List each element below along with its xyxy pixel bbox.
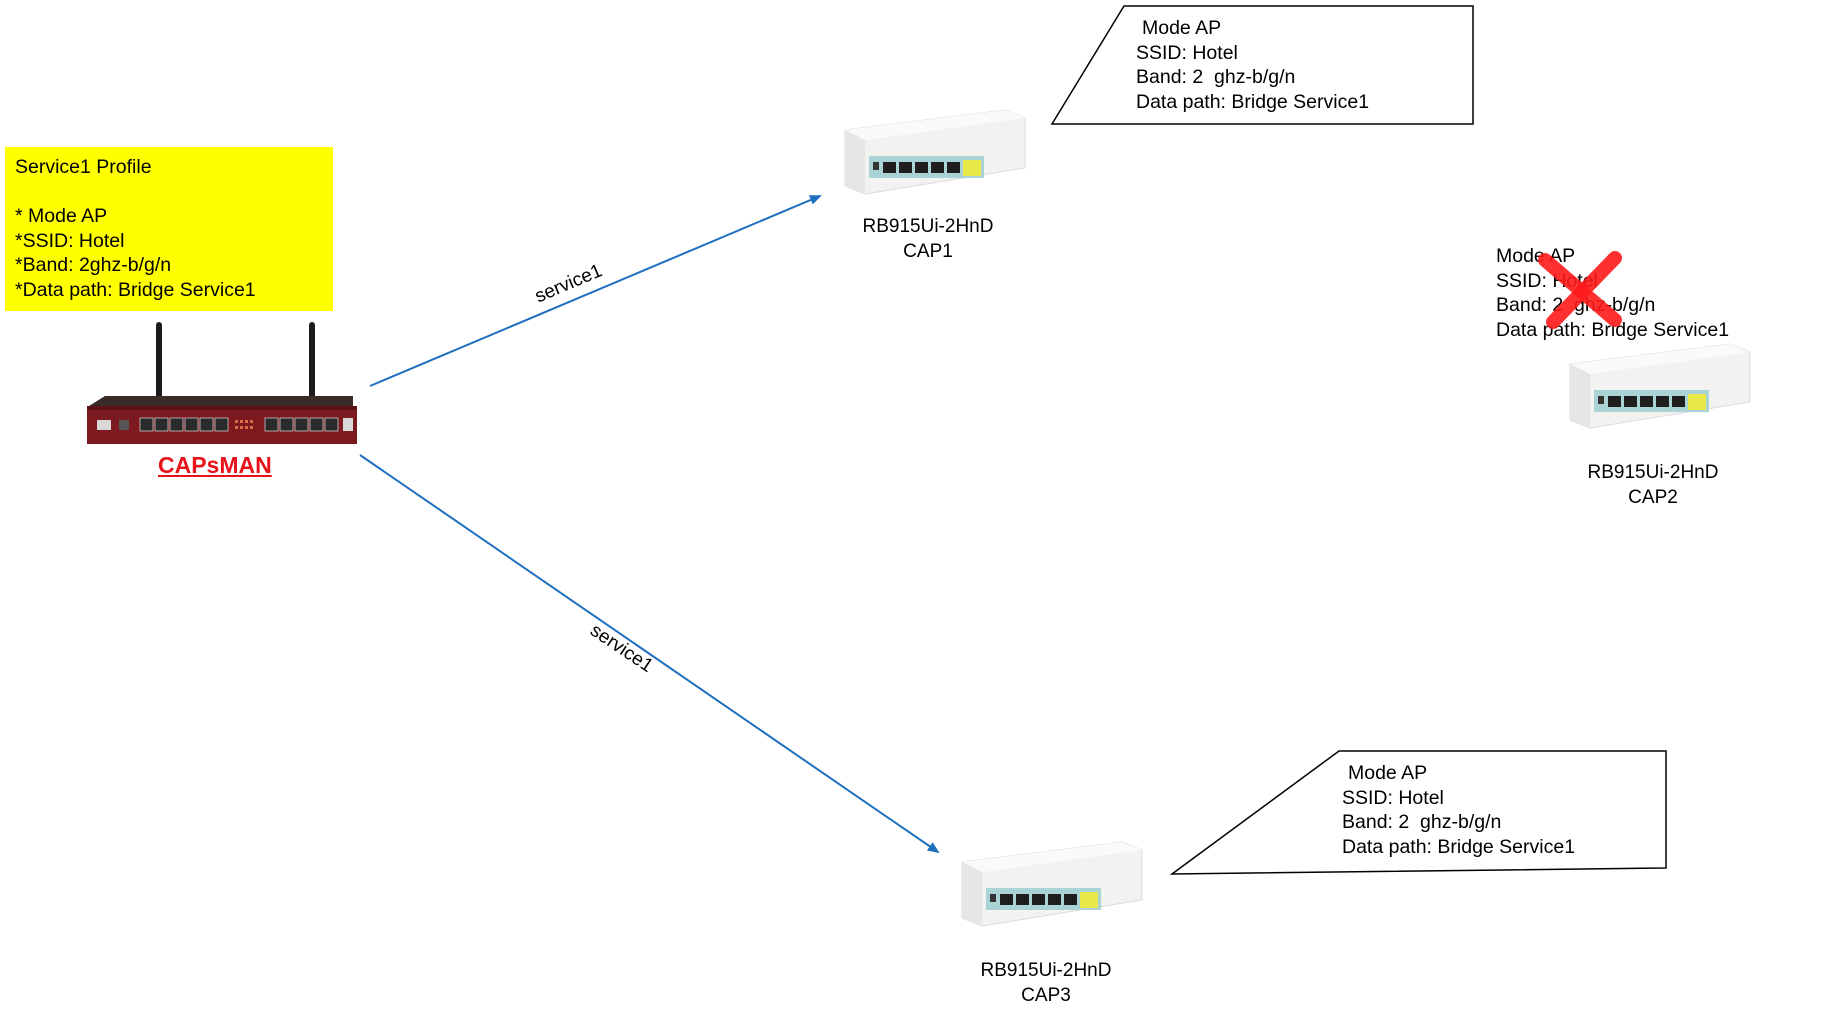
cap3-config-line: Mode AP	[1348, 762, 1428, 784]
capsman-label: CAPsMAN	[158, 452, 272, 478]
router-icon	[87, 322, 357, 444]
cap3-label: RB915Ui-2HnD CAP3	[946, 958, 1146, 1008]
cap1-config-line: Band: 2 ghz-b/g/n	[1136, 66, 1296, 88]
callout-cap3-outline	[1169, 750, 1667, 875]
profile-line: *Data path: Bridge Service1	[15, 278, 256, 301]
cap3-config-line: SSID: Hotel	[1342, 786, 1444, 809]
cap2-label: RB915Ui-2HnD CAP2	[1553, 460, 1753, 510]
access-point-icon	[961, 841, 1143, 927]
cap1-config-line: Mode AP	[1142, 17, 1222, 39]
callout-cap1-outline	[1050, 5, 1474, 125]
access-point-icon	[1569, 343, 1751, 429]
cap1-name: CAP1	[903, 241, 953, 262]
cap3-config-line: Data path: Bridge Service1	[1342, 835, 1576, 858]
cap3-config-callout: Mode AP SSID: Hotel Band: 2 ghz-b/g/n Da…	[1342, 761, 1575, 859]
cap1-device[interactable]	[835, 108, 1030, 204]
cap2-name: CAP2	[1628, 487, 1678, 508]
cap2-config-line: Data path: Bridge Service1	[1496, 318, 1730, 341]
cap1-model: RB915Ui-2HnD	[862, 216, 994, 237]
cap3-device[interactable]	[952, 840, 1147, 936]
cap1-config-line: Data path: Bridge Service1	[1136, 90, 1370, 113]
cap1-config-line: SSID: Hotel	[1136, 41, 1238, 64]
profile-line: * Mode AP	[15, 205, 108, 227]
cap2-device[interactable]	[1560, 342, 1755, 438]
cap2-model: RB915Ui-2HnD	[1587, 462, 1719, 483]
cap1-label: RB915Ui-2HnD CAP1	[828, 214, 1028, 264]
profile-line: *Band: 2ghz-b/g/n	[15, 254, 172, 276]
profile-line: *SSID: Hotel	[15, 229, 125, 252]
access-point-icon	[844, 109, 1026, 195]
service-profile-box: Service1 Profile * Mode AP *SSID: Hotel …	[5, 147, 333, 311]
cap3-name: CAP3	[1021, 985, 1071, 1006]
cap3-config-line: Band: 2 ghz-b/g/n	[1342, 811, 1502, 833]
profile-title: Service1 Profile	[15, 156, 152, 178]
cap3-model: RB915Ui-2HnD	[980, 960, 1112, 981]
link-line-cap1	[369, 195, 822, 387]
cap1-config-callout: Mode AP SSID: Hotel Band: 2 ghz-b/g/n Da…	[1136, 16, 1369, 114]
link-line-cap3	[359, 454, 940, 854]
disconnected-cross-icon	[1538, 251, 1622, 329]
capsman-router[interactable]	[85, 318, 360, 448]
